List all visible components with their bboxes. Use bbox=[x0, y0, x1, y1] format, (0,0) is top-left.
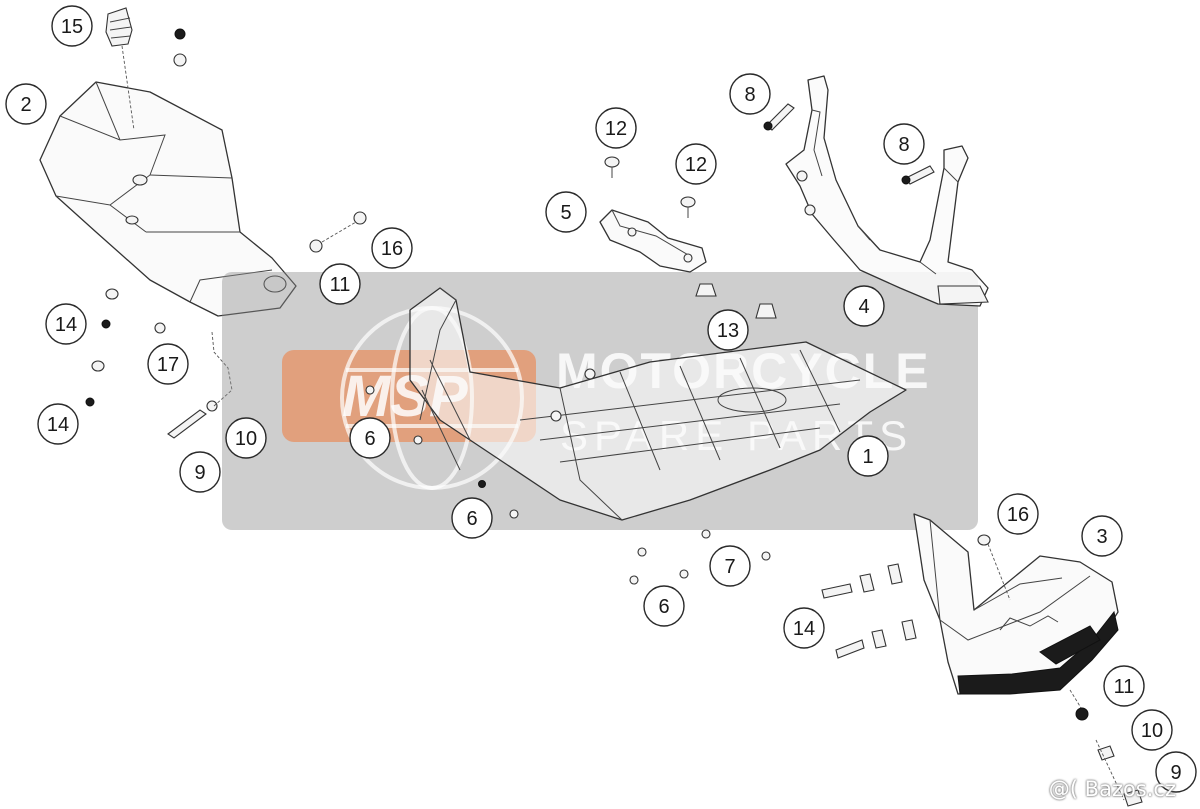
callout-c11b: 11 bbox=[1103, 665, 1145, 707]
callout-circle bbox=[709, 545, 751, 587]
callout-number: 9 bbox=[194, 462, 205, 484]
callout-number: 14 bbox=[47, 414, 69, 436]
callout-number: 11 bbox=[330, 274, 351, 296]
callout-circle bbox=[147, 343, 189, 385]
callout-circle bbox=[545, 191, 587, 233]
left-hardware bbox=[85, 211, 367, 439]
callout-c9a: 9 bbox=[179, 451, 221, 493]
callout-number: 14 bbox=[793, 618, 815, 640]
callout-circle bbox=[847, 435, 889, 477]
callout-c6a: 6 bbox=[349, 417, 391, 459]
callout-number: 9 bbox=[1170, 762, 1181, 784]
callout-circle bbox=[843, 285, 885, 327]
callout-circle bbox=[883, 123, 925, 165]
part-5-bracket bbox=[599, 209, 707, 273]
callout-number: 2 bbox=[20, 94, 31, 116]
callout-c7: 7 bbox=[709, 545, 751, 587]
part-12-hardware bbox=[604, 156, 696, 218]
callout-circle bbox=[1081, 515, 1123, 557]
callout-c17: 17 bbox=[147, 343, 189, 385]
callout-c8a: 8 bbox=[729, 73, 771, 115]
callout-c10a: 10 bbox=[225, 417, 267, 459]
callout-circle bbox=[371, 227, 413, 269]
callout-number: 12 bbox=[605, 118, 627, 140]
callout-number: 14 bbox=[55, 314, 77, 336]
callout-number: 10 bbox=[1141, 720, 1163, 742]
callout-c12b: 12 bbox=[675, 143, 717, 185]
callout-circle bbox=[997, 493, 1039, 535]
callout-circle bbox=[1103, 665, 1145, 707]
callout-c1: 1 bbox=[847, 435, 889, 477]
callout-c15: 15 bbox=[51, 5, 93, 47]
callout-c12a: 12 bbox=[595, 107, 637, 149]
callout-number: 6 bbox=[466, 508, 477, 530]
callout-circle bbox=[707, 309, 749, 351]
callout-labels: 1521611141714109661212588413176163141110… bbox=[5, 5, 1197, 793]
callout-c3: 3 bbox=[1081, 515, 1123, 557]
callout-c16b: 16 bbox=[997, 493, 1039, 535]
callout-number: 8 bbox=[898, 134, 909, 156]
callout-circle bbox=[1155, 751, 1197, 793]
callout-c6c: 6 bbox=[643, 585, 685, 627]
callout-number: 4 bbox=[858, 296, 869, 318]
callout-c10b: 10 bbox=[1131, 709, 1173, 751]
callout-c14b: 14 bbox=[37, 403, 79, 445]
callout-number: 11 bbox=[1114, 676, 1135, 698]
callout-circle bbox=[595, 107, 637, 149]
callout-number: 5 bbox=[560, 202, 571, 224]
callout-number: 8 bbox=[744, 84, 755, 106]
callout-circle bbox=[349, 417, 391, 459]
callout-c9b: 9 bbox=[1155, 751, 1197, 793]
callout-c8b: 8 bbox=[883, 123, 925, 165]
callout-c2: 2 bbox=[5, 83, 47, 125]
callout-c14c: 14 bbox=[783, 607, 825, 649]
callout-circle bbox=[729, 73, 771, 115]
site-credit: @( Bazos.cz bbox=[1048, 777, 1176, 801]
callout-c11a: 11 bbox=[319, 263, 361, 305]
callout-circle bbox=[5, 83, 47, 125]
right-hardware bbox=[821, 534, 1143, 807]
callout-circle bbox=[45, 303, 87, 345]
callout-circle bbox=[37, 403, 79, 445]
callout-circle bbox=[451, 497, 493, 539]
center-hardware bbox=[365, 385, 771, 585]
callout-c5: 5 bbox=[545, 191, 587, 233]
callout-number: 16 bbox=[381, 238, 403, 260]
part-15-cap bbox=[105, 7, 187, 131]
part-4-frame-bracket bbox=[785, 75, 989, 307]
callout-number: 3 bbox=[1096, 526, 1107, 548]
callout-circle bbox=[643, 585, 685, 627]
callout-circle bbox=[51, 5, 93, 47]
callout-circle bbox=[319, 263, 361, 305]
callout-number: 17 bbox=[157, 354, 179, 376]
callout-circle bbox=[783, 607, 825, 649]
callout-number: 15 bbox=[61, 16, 83, 38]
part-3-right-guard bbox=[913, 513, 1119, 695]
callout-c6b: 6 bbox=[451, 497, 493, 539]
callout-number: 12 bbox=[685, 154, 707, 176]
callout-c16a: 16 bbox=[371, 227, 413, 269]
callout-circle bbox=[179, 451, 221, 493]
part-1-skid-plate bbox=[409, 287, 907, 521]
part-8-bolts bbox=[763, 103, 935, 185]
callout-number: 6 bbox=[364, 428, 375, 450]
callout-c13: 13 bbox=[707, 309, 749, 351]
part-13-mounts bbox=[695, 283, 777, 319]
callout-c4: 4 bbox=[843, 285, 885, 327]
callout-number: 7 bbox=[724, 556, 735, 578]
callout-number: 13 bbox=[717, 320, 739, 342]
callout-circle bbox=[1131, 709, 1173, 751]
part-2-left-guard bbox=[39, 81, 297, 317]
callout-circle bbox=[225, 417, 267, 459]
callout-number: 6 bbox=[658, 596, 669, 618]
callout-number: 10 bbox=[235, 428, 257, 450]
callout-circle bbox=[675, 143, 717, 185]
callout-number: 1 bbox=[862, 446, 873, 468]
callout-c14a: 14 bbox=[45, 303, 87, 345]
callout-number: 16 bbox=[1007, 504, 1029, 526]
